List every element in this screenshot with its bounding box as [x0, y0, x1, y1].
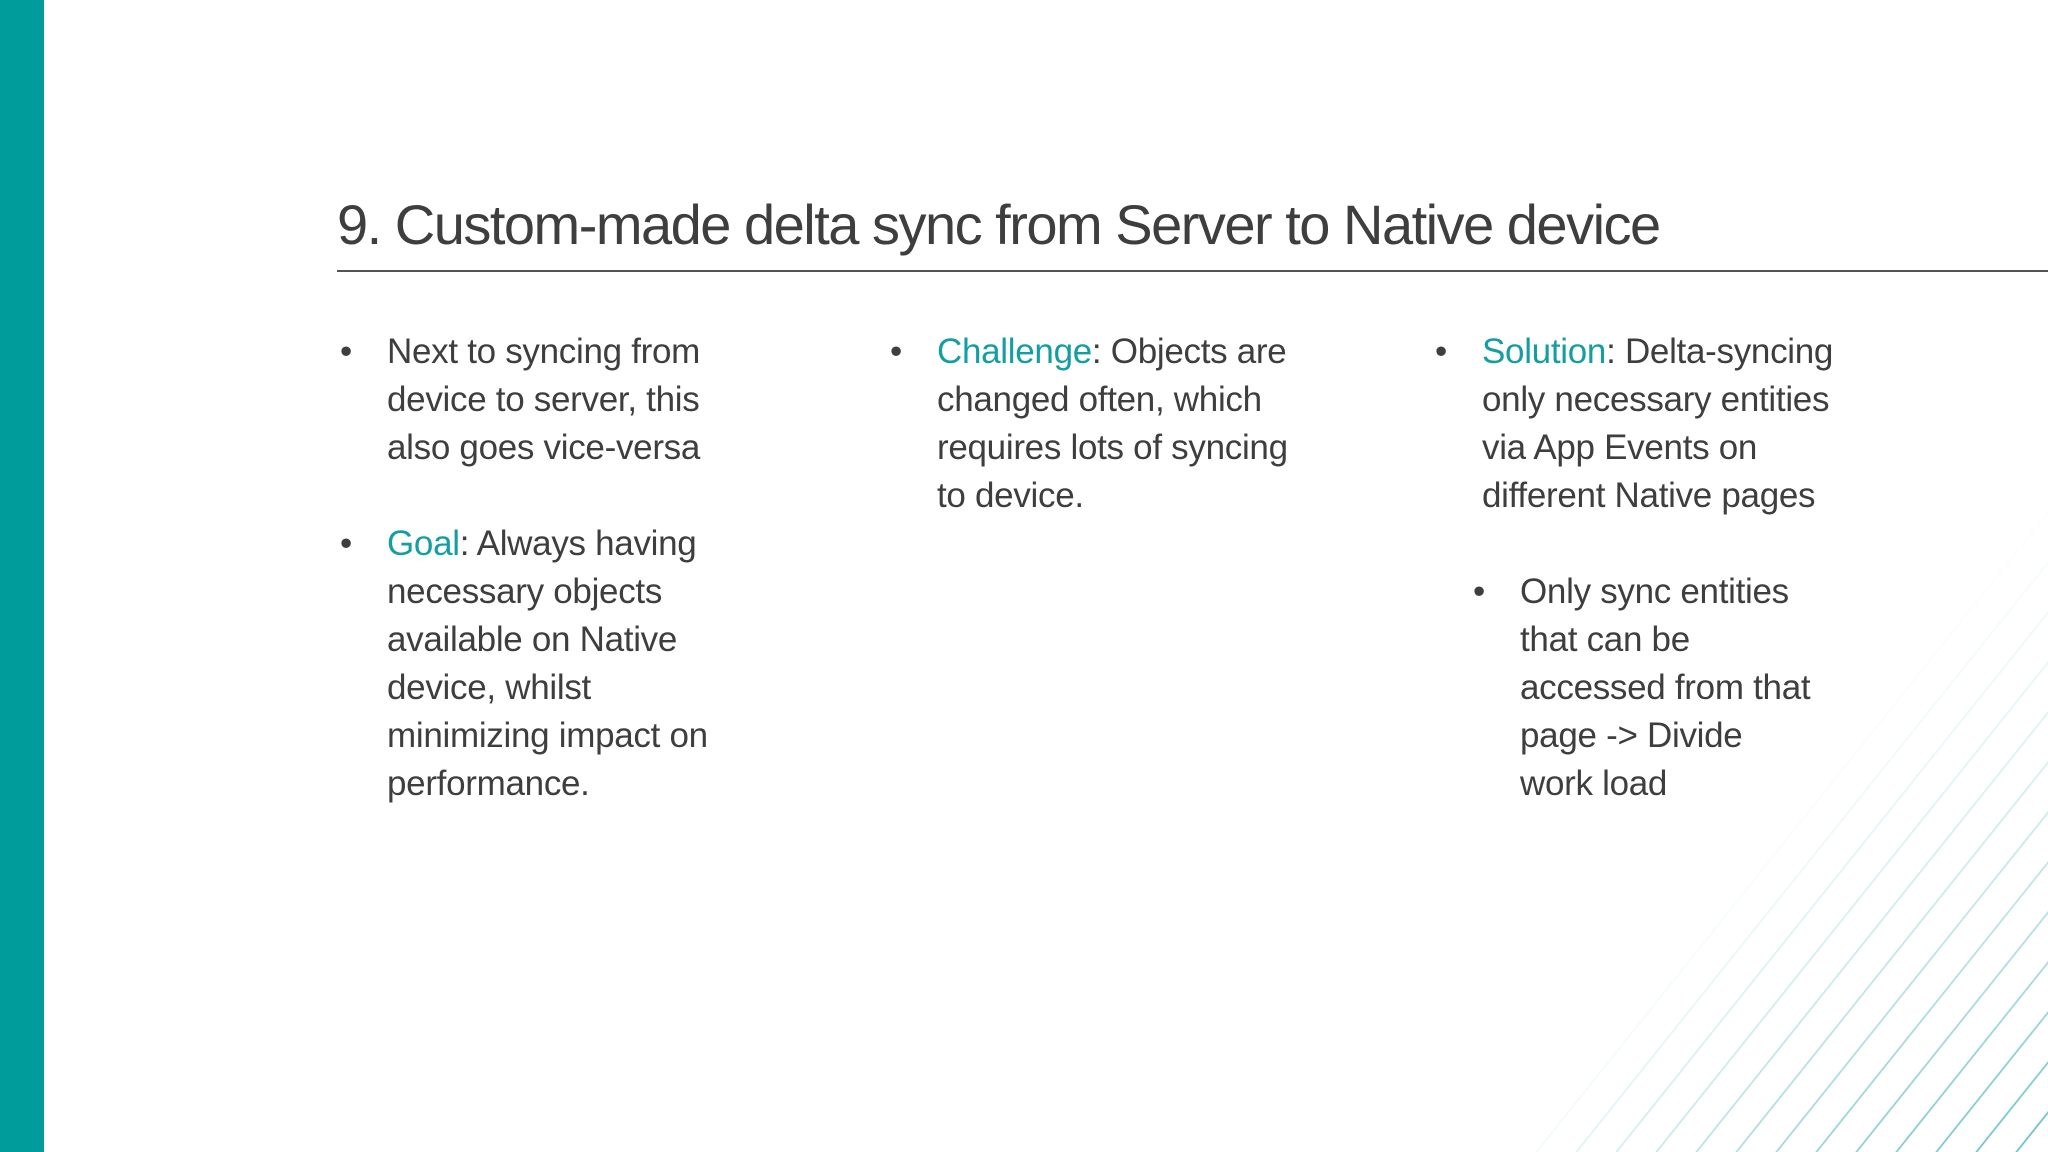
bullet-text: Goal: Always having necessary objects av…	[387, 520, 708, 808]
bullet-icon	[890, 328, 937, 520]
content-column-2: Challenge: Objects are changed often, wh…	[890, 328, 1360, 520]
bullet-text: Solution: Delta-syncing only necessary e…	[1482, 328, 1833, 520]
slide-title: 9. Custom-made delta sync from Server to…	[337, 193, 1661, 256]
bullet-icon	[340, 520, 387, 808]
left-accent-bar	[0, 0, 44, 1152]
sub-bullet-item: Only sync entities that can be accessed …	[1473, 568, 1905, 808]
bullet-body: : Objects are changed often, which requi…	[937, 332, 1288, 515]
bullet-text: Challenge: Objects are changed often, wh…	[937, 328, 1288, 520]
bullet-body: : Delta-syncing only necessary entities …	[1482, 332, 1834, 515]
bullet-lead-solution: Solution	[1482, 332, 1607, 371]
bullet-item: Goal: Always having necessary objects av…	[340, 520, 810, 808]
content-column-3: Solution: Delta-syncing only necessary e…	[1435, 328, 1905, 808]
content-column-1: Next to syncing from device to server, t…	[340, 328, 810, 808]
bullet-body: Next to syncing from device to server, t…	[387, 332, 701, 467]
bullet-body: Only sync entities that can be accessed …	[1520, 572, 1811, 803]
bullet-text: Next to syncing from device to server, t…	[387, 328, 700, 472]
title-underline	[337, 270, 2048, 272]
bullet-icon	[1473, 568, 1520, 808]
bullet-item: Next to syncing from device to server, t…	[340, 328, 810, 472]
bullet-item: Challenge: Objects are changed often, wh…	[890, 328, 1360, 520]
bullet-lead-goal: Goal	[387, 524, 460, 563]
bullet-text: Only sync entities that can be accessed …	[1520, 568, 1811, 808]
bullet-body: : Always having necessary objects availa…	[387, 524, 708, 803]
bullet-icon	[1435, 328, 1482, 520]
bullet-item: Solution: Delta-syncing only necessary e…	[1435, 328, 1905, 520]
bullet-lead-challenge: Challenge	[937, 332, 1092, 371]
bullet-icon	[340, 328, 387, 472]
